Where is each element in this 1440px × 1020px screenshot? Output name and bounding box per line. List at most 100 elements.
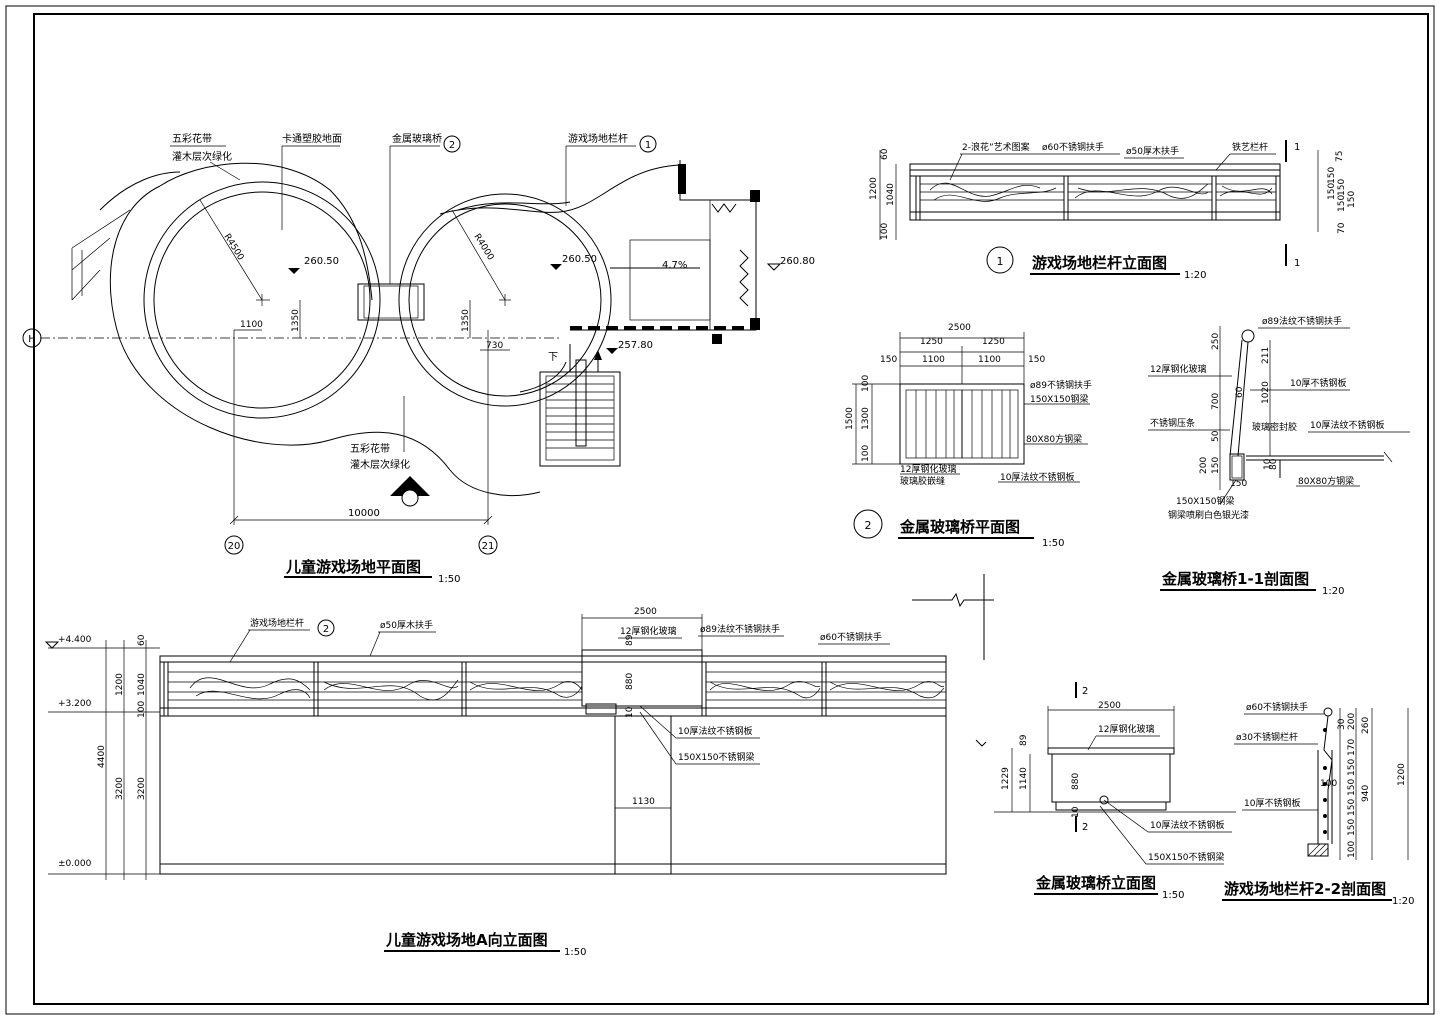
bs-dim-211: 211 — [1261, 347, 1271, 364]
be-section-mark-bottom: 2 — [1082, 822, 1088, 833]
inner-frame — [33, 13, 1429, 1005]
plan-dim-1350a: 1350 — [291, 309, 301, 332]
railing-dim-100: 100 — [880, 223, 890, 240]
bp-dim-100b: 100 — [861, 445, 871, 462]
level-0: ±0.000 — [58, 859, 92, 869]
railing-rdim-70: 70 — [1337, 222, 1347, 234]
level-4400: +4.400 — [58, 635, 92, 645]
rs-dim-30: 30 — [1337, 718, 1347, 730]
bp-label-glass: 12厚钢化玻璃 — [900, 463, 956, 475]
bs-label-beam150: 150X150钢梁 — [1176, 495, 1235, 507]
bs-dim-250: 250 — [1211, 333, 1221, 350]
bs-dim-1020: 1020 — [1261, 381, 1271, 404]
a-dim-1040: 1040 — [137, 673, 147, 696]
railing-label-wood: ø50厚木扶手 — [1126, 145, 1179, 157]
railing-section-mark-top: 1 — [1294, 142, 1300, 153]
railing-section-mark-bottom: 1 — [1294, 258, 1300, 269]
plan-elev-1: 260.50 — [304, 256, 339, 267]
bs-label-paint: 钢梁喷刷白色银光漆 — [1168, 509, 1249, 521]
railing-rdim-75: 75 — [1335, 151, 1345, 162]
bs-dim-150: 150 — [1211, 457, 1221, 474]
a-dim-100: 100 — [137, 701, 147, 718]
plan-dim-730: 730 — [486, 341, 503, 351]
railing-elev-scale: 1:20 — [1184, 270, 1206, 281]
bs-dim-150b: 150 — [1230, 479, 1247, 489]
a-callout-2: 2 — [323, 624, 329, 635]
bs-label-beam80: 80X80方钢梁 — [1298, 475, 1354, 487]
railing-rdim-150c: 150 — [1337, 179, 1347, 196]
outer-frame — [5, 5, 1435, 1015]
bridge-plan-view: 2500 1250 1250 150 1100 1100 150 1500 10… — [845, 323, 1092, 549]
bs-label-plate-fa: 10厚法纹不锈钢板 — [1310, 419, 1384, 431]
rs-label-baluster: ø30不锈钢栏杆 — [1236, 731, 1298, 743]
radius-right: R4000 — [471, 232, 495, 262]
rs-dim-1200: 1200 — [1397, 763, 1407, 786]
a-label-glass: 12厚钢化玻璃 — [620, 625, 676, 637]
plan-dim-10000: 10000 — [348, 508, 380, 519]
railing-elev-callout: 1 — [997, 255, 1004, 268]
rs-dim-170: 170 — [1347, 739, 1357, 756]
railing-elev-title: 游戏场地栏杆立面图 — [1032, 254, 1167, 272]
a-dim-880: 880 — [625, 673, 635, 690]
a-dim-1200: 1200 — [115, 673, 125, 696]
bp-dim-1250a: 1250 — [920, 337, 943, 347]
plan-dim-1100: 1100 — [240, 320, 263, 330]
be-section-mark-top: 2 — [1082, 686, 1088, 697]
a-dim-89: 89 — [625, 634, 635, 646]
bridge-section-view: ø89法纹不锈钢扶手 12厚钢化玻璃 10厚不锈钢板 不锈钢压条 玻璃密封胶 1… — [1148, 315, 1410, 597]
a-dim-2500: 2500 — [634, 607, 657, 617]
be-label-beam: 150X150不锈钢梁 — [1148, 851, 1225, 863]
axis-h-label: H — [28, 334, 36, 345]
be-dim-1140: 1140 — [1019, 767, 1029, 790]
a-dim-10: 10 — [625, 706, 635, 718]
plan-dim-1350b: 1350 — [461, 309, 471, 332]
a-label-wood: ø50厚木扶手 — [380, 619, 433, 631]
plan-callout-2: 2 — [449, 140, 455, 151]
radius-left: R4500 — [221, 232, 245, 262]
be-dim-1229: 1229 — [1001, 767, 1011, 790]
a-dim-4400: 4400 — [97, 745, 107, 768]
be-label-plate: 10厚法纹不锈钢板 — [1150, 819, 1224, 831]
bridge-elevation-view: 2500 2 2 1229 1140 89 880 10 12厚钢化玻璃 10厚… — [975, 682, 1236, 901]
railing-rdim-150d: 150 — [1337, 195, 1347, 212]
bs-label-glass: 12厚钢化玻璃 — [1150, 363, 1206, 375]
bp-dim-1100b: 1100 — [978, 355, 1001, 365]
railing-dim-1200: 1200 — [869, 177, 879, 200]
bp-dim-1300: 1300 — [861, 407, 871, 430]
a-label-handrail89: ø89法纹不锈钢扶手 — [700, 623, 780, 635]
bs-dim-80: 80 — [1269, 458, 1279, 470]
plan-label-shrub-2: 灌木层次绿化 — [350, 458, 410, 471]
railing-label-iron: 铁艺栏杆 — [1232, 141, 1268, 153]
bs-label-strip: 不锈钢压条 — [1150, 417, 1195, 429]
a-dim-1130: 1130 — [632, 797, 655, 807]
rs-dim-100a: 100 — [1347, 841, 1357, 858]
bs-dim-60: 60 — [1235, 386, 1245, 398]
bs-dim-200: 200 — [1199, 457, 1209, 474]
bp-dim-150a: 150 — [880, 355, 897, 365]
rs-dim-150a: 150 — [1347, 759, 1357, 776]
railing-dim-60: 60 — [880, 148, 890, 160]
rs-dim-150b: 150 — [1347, 779, 1357, 796]
bp-dim-1250b: 1250 — [982, 337, 1005, 347]
railing-label-wave: 2-浪花”艺术图案 — [962, 141, 1030, 153]
bridge-section-title: 金属玻璃桥1-1剖面图 — [1161, 570, 1309, 588]
railing-rdim-150b: 150 — [1327, 183, 1337, 200]
a-dim-3200a: 3200 — [115, 777, 125, 800]
bridge-elevation-title: 金属玻璃桥立面图 — [1035, 874, 1156, 892]
plan-elev-3: 260.80 — [780, 256, 815, 267]
bs-label-handrail: ø89法纹不锈钢扶手 — [1262, 315, 1342, 327]
bp-label-beam150: 150X150钢梁 — [1030, 393, 1089, 405]
bp-dim-2500: 2500 — [948, 323, 971, 333]
rs-dim-200: 200 — [1347, 713, 1357, 730]
plan-elev-2: 260.50 — [562, 254, 597, 265]
bs-dim-50: 50 — [1211, 430, 1221, 442]
bp-callout: 2 — [865, 519, 872, 532]
railing-rdim-150e: 150 — [1347, 191, 1357, 208]
railing-elevation-view: 2-浪花”艺术图案 ø60不锈钢扶手 ø50厚木扶手 铁艺栏杆 60 1200 … — [869, 140, 1357, 281]
bp-label-plate: 10厚法纹不锈钢板 — [1000, 471, 1074, 483]
be-label-glass: 12厚钢化玻璃 — [1098, 723, 1154, 735]
bp-dim-150b: 150 — [1028, 355, 1045, 365]
bp-label-beam80: 80X80方钢梁 — [1026, 433, 1082, 445]
bp-label-sealant: 玻璃胶嵌缝 — [900, 475, 945, 487]
